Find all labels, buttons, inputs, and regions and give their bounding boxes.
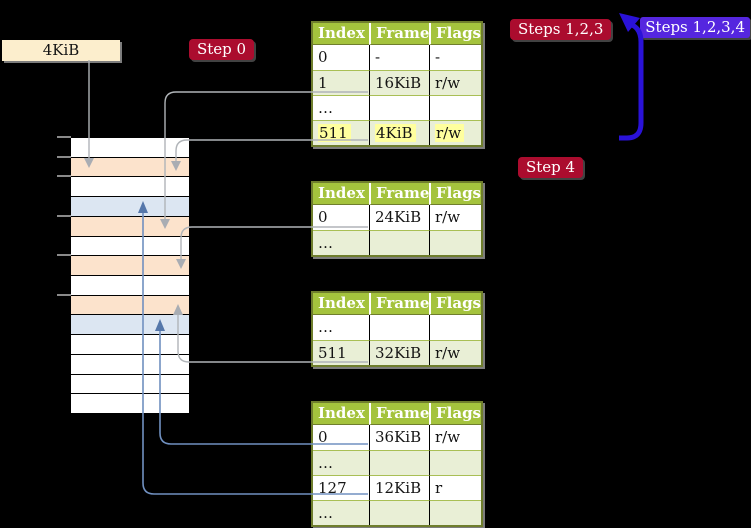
- memory-frame-6: [71, 255, 189, 276]
- table-header-index: Index: [313, 23, 369, 45]
- memory-frame-0: [71, 138, 189, 157]
- badge-step-0: Step 0: [189, 39, 255, 60]
- table-cell: 127: [313, 475, 369, 500]
- table-cell: …: [313, 230, 369, 255]
- memory-frame-3: [71, 196, 189, 216]
- memory-tick: [57, 294, 71, 296]
- table-cell: r/w: [429, 70, 481, 95]
- table-header-frame: Frame: [369, 183, 429, 205]
- frame-size-label: 4KiB: [2, 40, 120, 61]
- memory-tick: [57, 175, 71, 177]
- table-cell: 12KiB: [369, 475, 429, 500]
- table-cell: [429, 315, 481, 340]
- loop-arrowhead-icon: [619, 13, 640, 32]
- table-header-flags: Flags: [429, 183, 481, 205]
- table-header-flags: Flags: [429, 23, 481, 45]
- table-header-frame: Frame: [369, 293, 429, 315]
- table-cell: …: [313, 315, 369, 340]
- table-cell: 511: [313, 120, 369, 145]
- table-cell: …: [313, 95, 369, 120]
- table-cell: [429, 95, 481, 120]
- memory-frame-4: [71, 215, 189, 236]
- table-cell: 4KiB: [369, 120, 429, 145]
- memory-frame-10: [71, 334, 189, 354]
- table-cell: [429, 450, 481, 475]
- table-cell: r/w: [429, 340, 481, 365]
- memory-frame-11: [71, 353, 189, 374]
- table-header-flags: Flags: [429, 293, 481, 315]
- table-header-flags: Flags: [429, 403, 481, 425]
- memory-tick: [57, 136, 71, 138]
- table-cell: 0: [313, 205, 369, 230]
- memory-tick: [57, 156, 71, 158]
- table-cell: r/w: [429, 120, 481, 145]
- loop-back-arrow: [619, 22, 644, 141]
- table-cell: 0: [313, 45, 369, 70]
- table-header-frame: Frame: [369, 403, 429, 425]
- table-cell: …: [313, 450, 369, 475]
- memory-frame-2: [71, 176, 189, 197]
- memory-frame-7: [71, 275, 189, 295]
- table-cell: r: [429, 475, 481, 500]
- table-cell: [369, 500, 429, 525]
- table-cell: r/w: [429, 205, 481, 230]
- table-cell: [369, 450, 429, 475]
- highlighted-value: 511: [318, 124, 351, 142]
- memory-frame-5: [71, 235, 189, 256]
- table-cell: [369, 315, 429, 340]
- table-cell: 1: [313, 70, 369, 95]
- memory-tick: [57, 254, 71, 256]
- table-cell: -: [429, 45, 481, 70]
- table-cell: 24KiB: [369, 205, 429, 230]
- memory-frame-12: [71, 373, 189, 394]
- highlighted-value: 4KiB: [375, 124, 416, 142]
- table-header-frame: Frame: [369, 23, 429, 45]
- physical-memory-stack: [70, 137, 190, 414]
- table-cell: -: [369, 45, 429, 70]
- memory-tick: [57, 215, 71, 217]
- badge-step-4: Step 4: [518, 157, 584, 178]
- table-cell: 36KiB: [369, 425, 429, 450]
- badge-steps-1-2-3-4: Steps 1,2,3,4: [640, 17, 750, 38]
- table-cell: 32KiB: [369, 340, 429, 365]
- highlighted-value: r/w: [435, 124, 465, 142]
- table-header-index: Index: [313, 403, 369, 425]
- memory-frame-9: [71, 314, 189, 335]
- table-cell: [429, 500, 481, 525]
- table-header-index: Index: [313, 293, 369, 315]
- table-cell: [369, 95, 429, 120]
- table-cell: r/w: [429, 425, 481, 450]
- table-cell: 511: [313, 340, 369, 365]
- badge-steps-1-2-3: Steps 1,2,3: [510, 19, 612, 40]
- table-cell: …: [313, 500, 369, 525]
- table-cell: 16KiB: [369, 70, 429, 95]
- table-cell: 0: [313, 425, 369, 450]
- memory-frame-13: [71, 393, 189, 414]
- table-cell: [369, 230, 429, 255]
- table-header-index: Index: [313, 183, 369, 205]
- memory-frame-8: [71, 294, 189, 315]
- table-cell: [429, 230, 481, 255]
- memory-frame-1: [71, 156, 189, 177]
